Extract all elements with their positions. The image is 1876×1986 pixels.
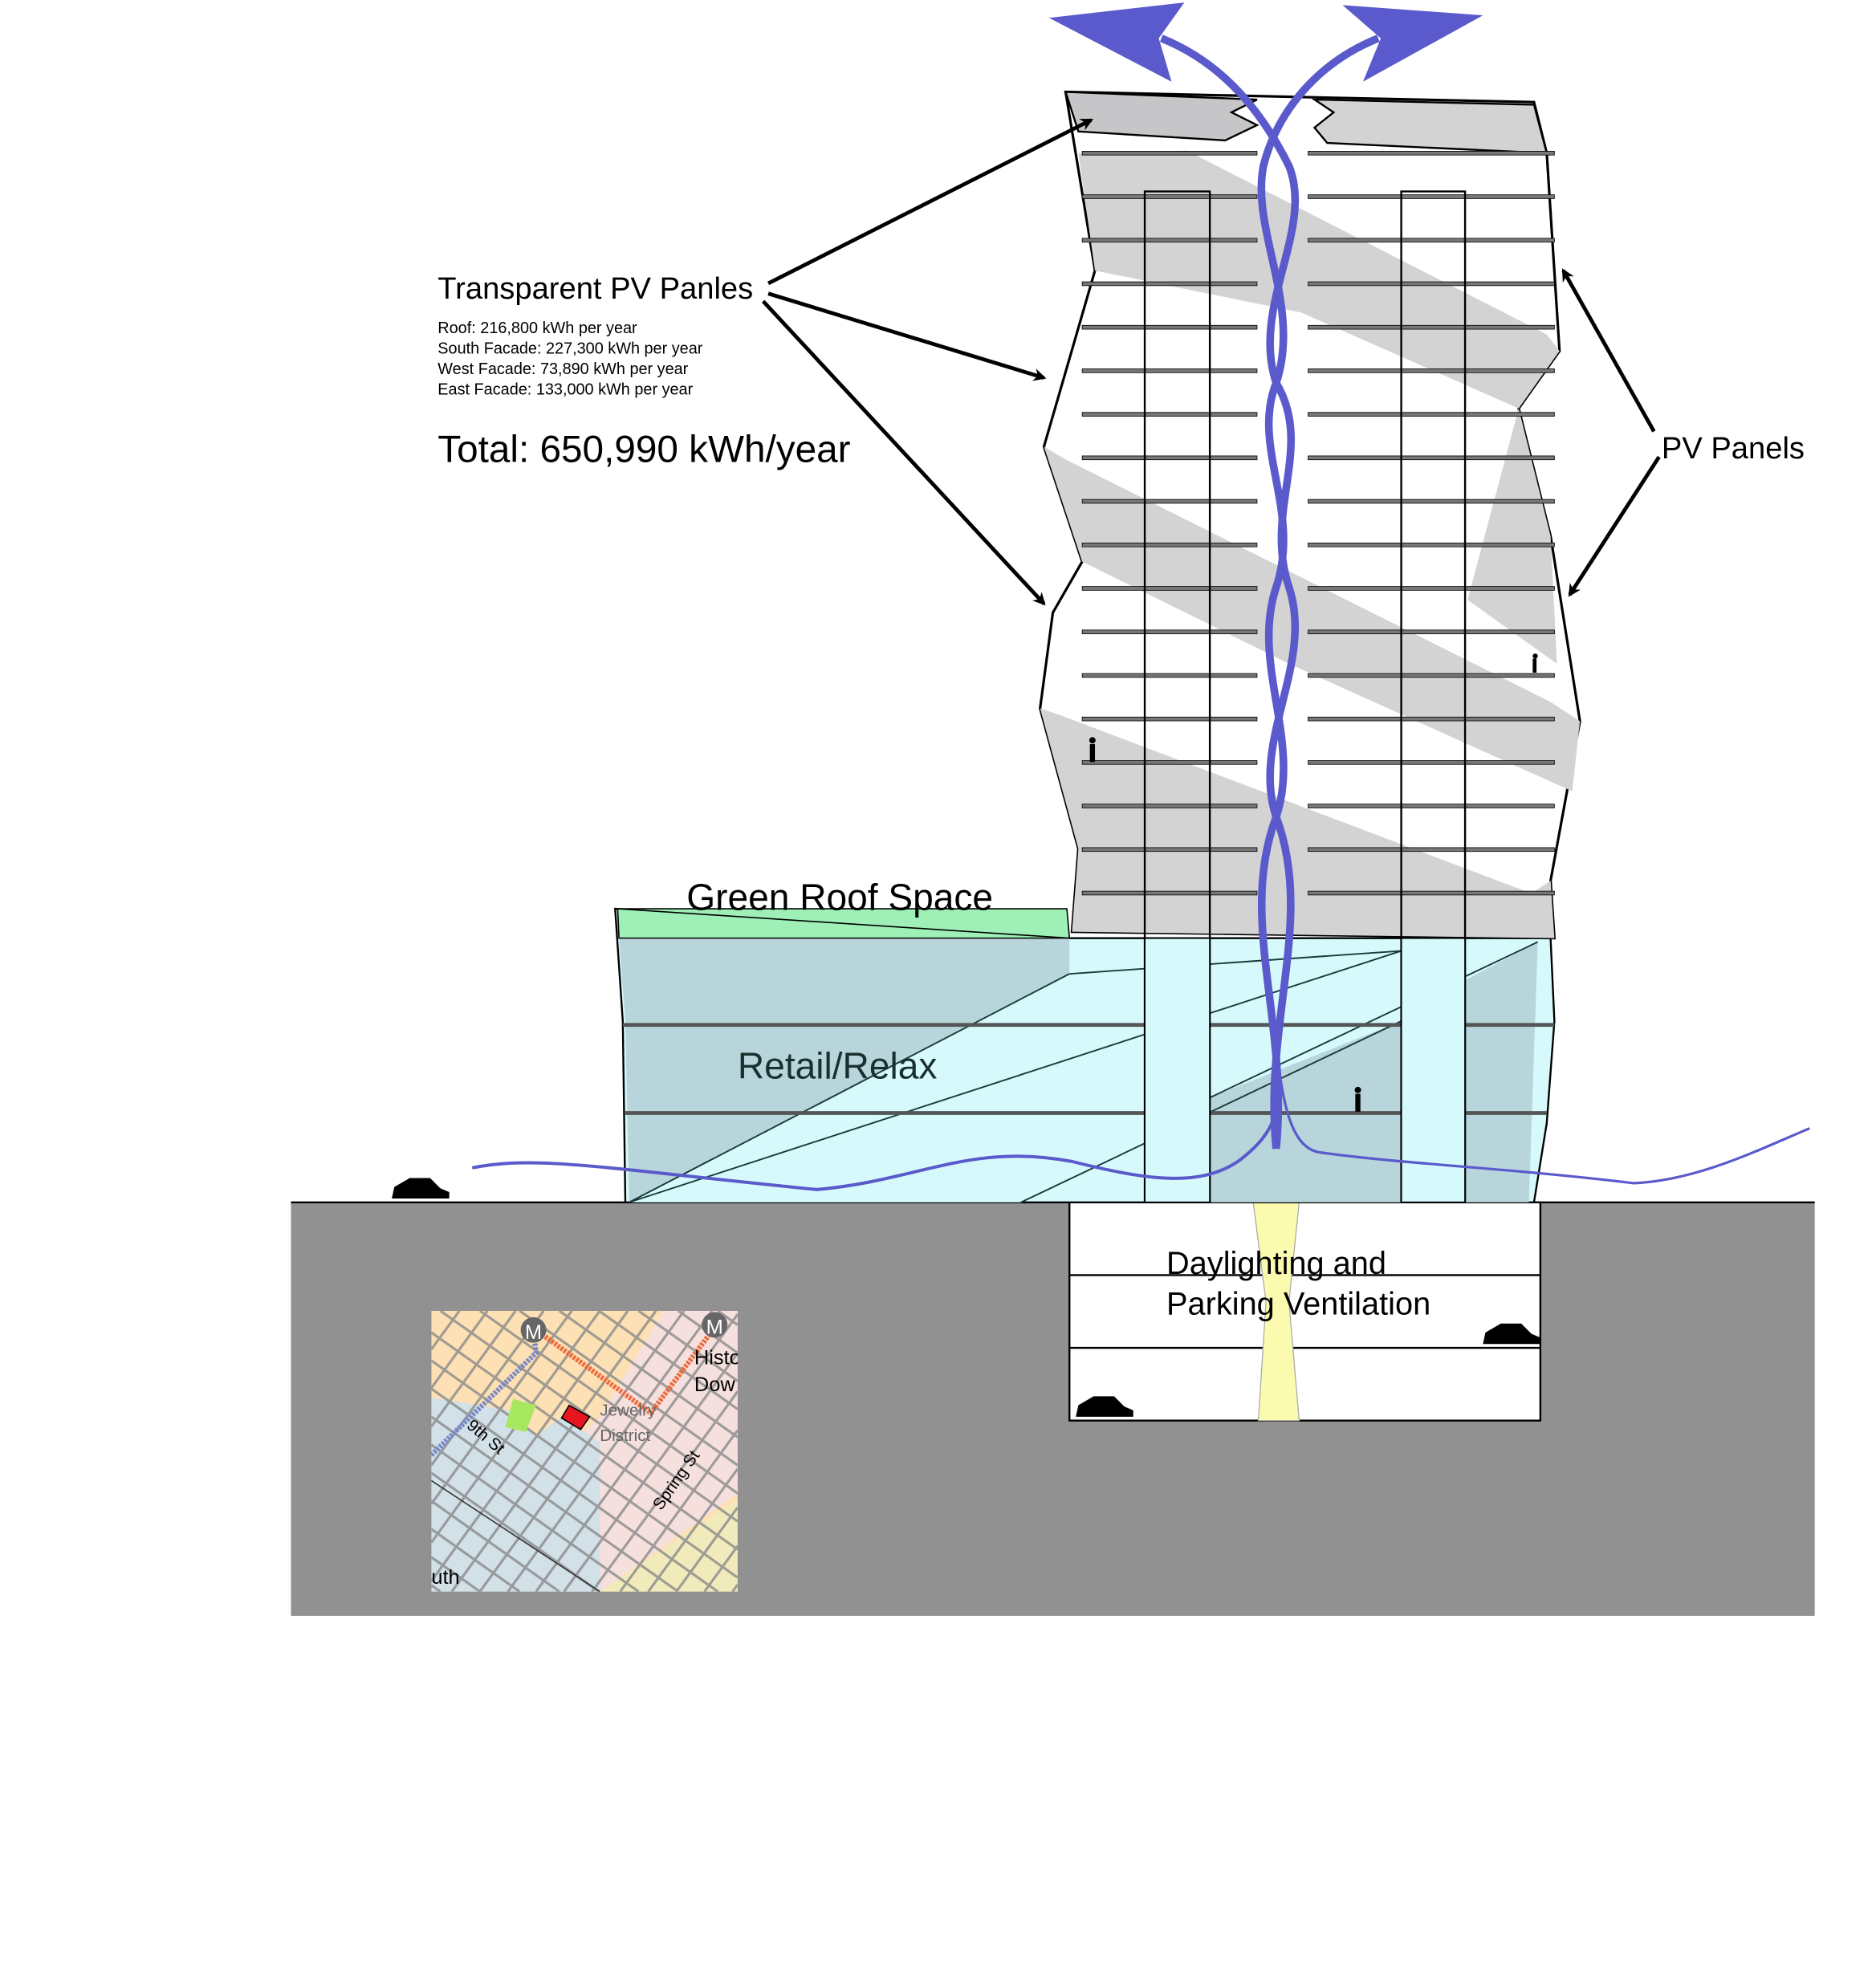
floor-slab — [1081, 455, 1258, 461]
floor-slab — [1081, 368, 1258, 373]
person-icon — [1354, 1086, 1361, 1112]
floor-slab — [1081, 151, 1258, 156]
east-facade-output: East Facade: 133,000 kWh per year — [437, 381, 693, 398]
floor-slab — [1308, 890, 1555, 896]
airflow-arrow-left-icon — [1048, 2, 1185, 82]
map-street — [431, 1584, 442, 1592]
map-street — [431, 1310, 489, 1390]
floor-slab — [1081, 281, 1258, 287]
map-street — [431, 1415, 679, 1592]
underground-parking — [1068, 1201, 1542, 1422]
floor-slab — [1308, 368, 1555, 373]
metro-marker-2: M — [706, 1317, 723, 1339]
floor-slab — [1081, 760, 1258, 765]
map-street — [703, 1544, 738, 1592]
roof-output: Roof: 216,800 kWh per year — [437, 319, 637, 337]
map-street — [431, 1310, 461, 1350]
historic-label-1: Histo — [694, 1347, 741, 1369]
airflow — [471, 2, 1810, 1191]
floor-slab — [1081, 629, 1258, 634]
map-street — [731, 1584, 738, 1592]
car-icon — [1076, 1396, 1133, 1417]
district-label: Jewelry — [600, 1401, 657, 1419]
map-street — [431, 1556, 481, 1592]
metro-marker-1: M — [525, 1321, 542, 1344]
map-street — [431, 1310, 517, 1428]
map-street — [431, 1443, 640, 1592]
location-map: M M Jewelry District 9th St Spring St Hi… — [431, 1310, 741, 1592]
floor-slab — [1308, 238, 1555, 243]
floor-slab — [1308, 804, 1555, 808]
transparent-pv-label: Transparent PV Panles — [437, 271, 753, 306]
green-roof-label: Green Roof Space — [686, 877, 993, 918]
person-icon — [1089, 737, 1096, 763]
map-street — [478, 1310, 686, 1592]
airflow-arrow-right-icon — [1342, 5, 1483, 82]
map-street — [563, 1352, 738, 1592]
west-facade-output: West Facade: 73,890 kWh per year — [437, 360, 688, 378]
floor-slab — [1081, 499, 1258, 504]
pv-panels-label: PV Panels — [1662, 431, 1805, 466]
car-icon — [1483, 1323, 1540, 1345]
floor-slab — [1308, 194, 1555, 199]
floor-slab — [1308, 542, 1555, 547]
map-street — [619, 1429, 738, 1592]
floor-slab — [1308, 760, 1555, 765]
floor-slab — [1308, 716, 1555, 722]
floor-slab — [1308, 412, 1555, 417]
map-street — [431, 1387, 719, 1592]
map-street — [535, 1313, 738, 1592]
floor-slab — [1081, 412, 1258, 417]
map-street — [558, 1310, 738, 1439]
floor-slab — [1081, 804, 1258, 808]
map-street — [450, 1310, 657, 1592]
tower — [1039, 90, 1581, 1203]
floor-slab — [1081, 324, 1258, 330]
map-street — [507, 1310, 714, 1592]
floor-slab — [1081, 673, 1258, 678]
district-label-2: District — [600, 1426, 650, 1445]
people-icons — [1089, 653, 1538, 1112]
floor-slab — [1081, 847, 1258, 853]
floor-slab — [1081, 542, 1258, 547]
floor-slab — [1081, 586, 1258, 591]
ventilation-label: Parking Ventilation — [1166, 1287, 1430, 1322]
south-label: uth — [431, 1566, 459, 1589]
map-street — [598, 1310, 738, 1410]
historic-label-2: Dow — [694, 1374, 735, 1396]
annotation-arrows — [761, 118, 1661, 606]
floor-slab — [1308, 324, 1555, 330]
floor-slab — [1308, 151, 1555, 156]
map-street — [647, 1467, 738, 1592]
retail-label: Retail/Relax — [738, 1045, 937, 1087]
map-street — [591, 1390, 738, 1592]
person-icon — [1532, 653, 1538, 673]
floor-slab — [1308, 629, 1555, 634]
floor-slab — [1081, 716, 1258, 722]
car-icons — [392, 1178, 1540, 1417]
floor-slab — [1308, 586, 1555, 591]
floor-slab — [1308, 673, 1555, 678]
floor-slab — [1081, 194, 1258, 199]
floor-slab — [1308, 847, 1555, 853]
floor-slab — [1308, 499, 1555, 504]
map-street — [431, 1331, 738, 1551]
map-street — [675, 1506, 738, 1592]
floor-slab — [1308, 281, 1555, 287]
south-facade-output: South Facade: 227,300 kWh per year — [437, 340, 702, 357]
map-street — [431, 1500, 560, 1592]
map-street — [431, 1528, 521, 1592]
map-street — [717, 1310, 738, 1326]
podium — [613, 907, 1556, 1203]
floor-slab — [1081, 238, 1258, 243]
daylighting-label: Daylighting and — [1166, 1246, 1386, 1281]
floor-slab — [1308, 455, 1555, 461]
floor-slab — [1081, 890, 1258, 896]
map-street — [431, 1310, 573, 1505]
map-street — [431, 1471, 600, 1592]
car-icon — [392, 1178, 450, 1199]
total-output: Total: 650,990 kWh/year — [437, 429, 850, 471]
map-street — [431, 1310, 629, 1582]
